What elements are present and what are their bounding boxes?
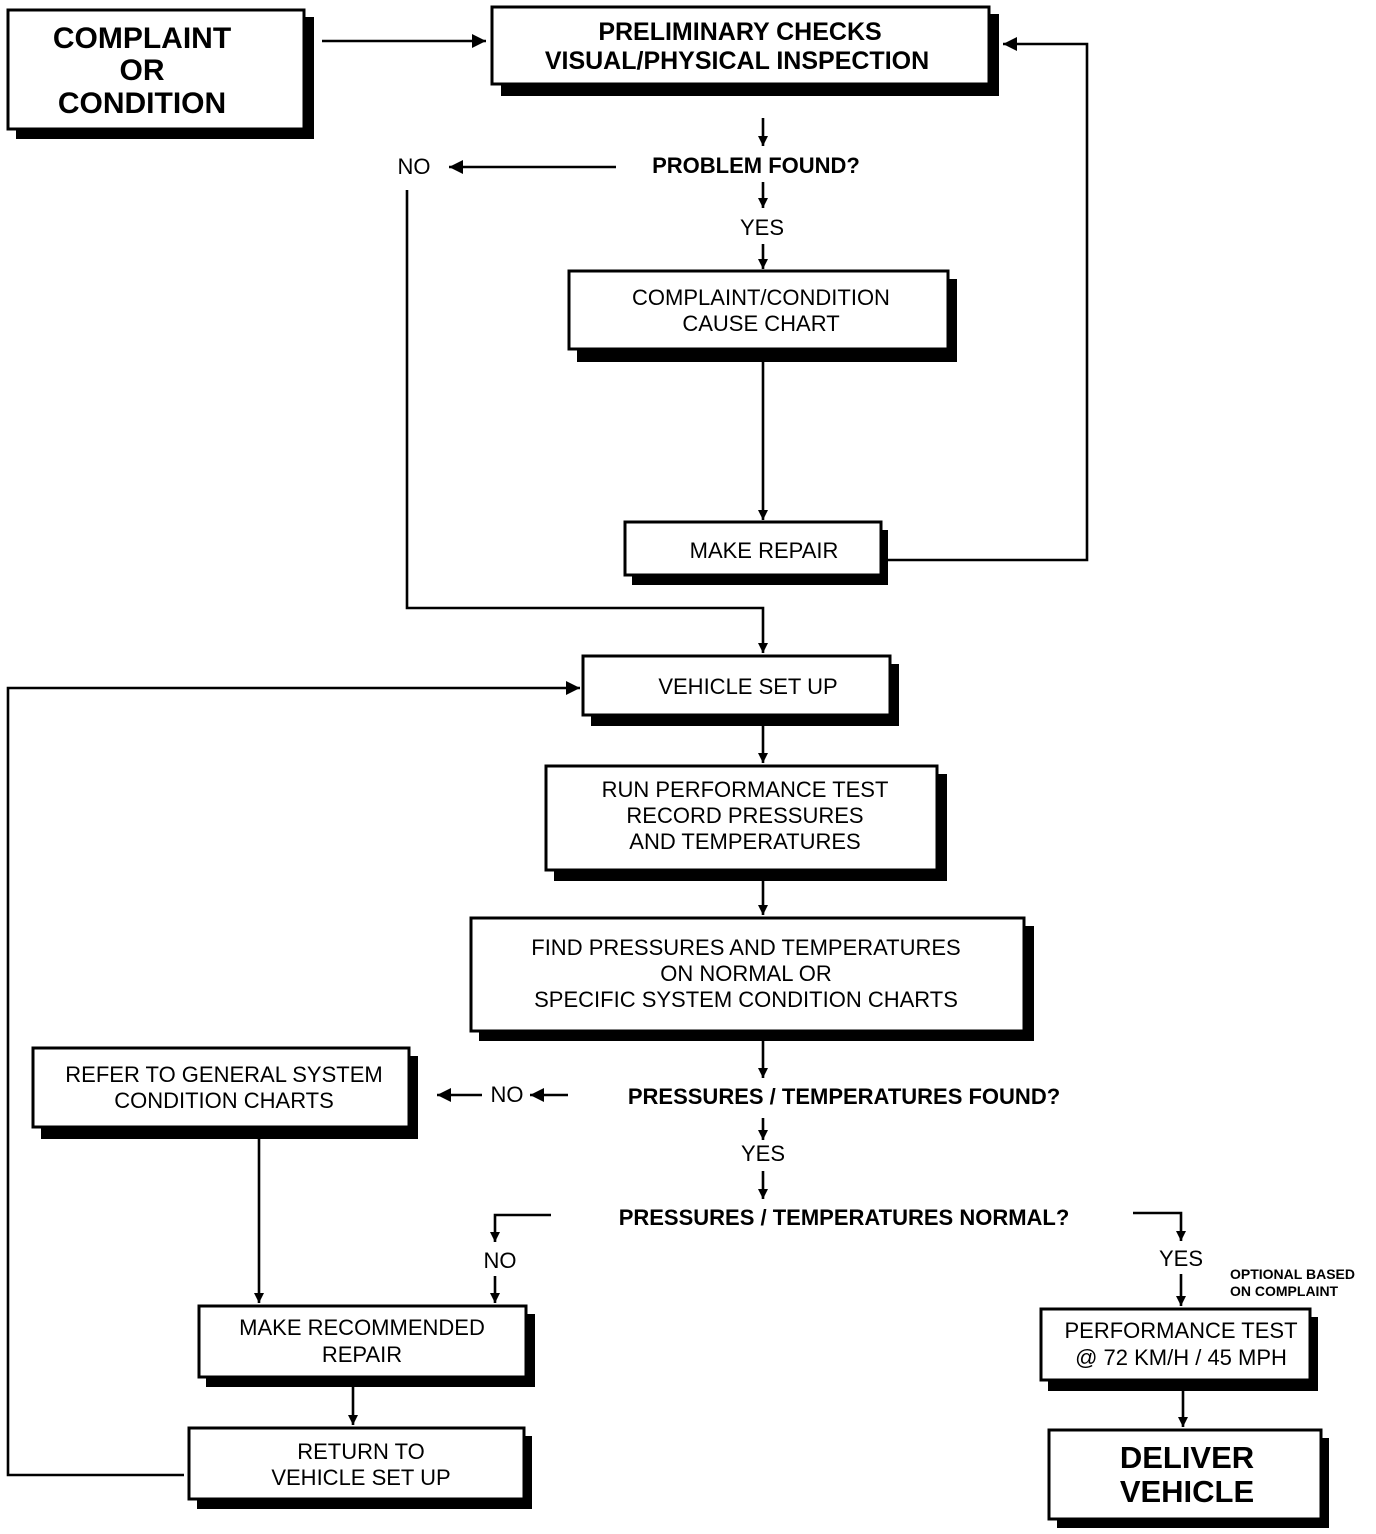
complaint-box: COMPLAINT OR CONDITION — [6, 8, 314, 139]
connectors — [6, 34, 1188, 1477]
return-line-1: RETURN TO — [297, 1439, 425, 1464]
cause-chart-line-1: COMPLAINT/CONDITION — [632, 285, 890, 310]
complaint-line-3: CONDITION — [58, 87, 226, 120]
vehicle-set-up-box: VEHICLE SET UP — [581, 654, 899, 726]
yes-label-problem: YES — [740, 215, 784, 240]
refer-general-box: REFER TO GENERAL SYSTEM CONDITION CHARTS — [31, 1046, 418, 1139]
performance-test-line-2: @ 72 KM/H / 45 MPH — [1075, 1345, 1287, 1370]
arrow-no-to-vehicle-set-up — [405, 190, 768, 653]
find-pressures-line-3: SPECIFIC SYSTEM CONDITION CHARTS — [534, 987, 958, 1012]
make-recommended-line-1: MAKE RECOMMENDED — [239, 1315, 485, 1340]
find-pressures-line-1: FIND PRESSURES AND TEMPERATURES — [531, 935, 960, 960]
preliminary-checks-box: PRELIMINARY CHECKS VISUAL/PHYSICAL INSPE… — [490, 5, 999, 96]
deliver-vehicle-box: DELIVER VEHICLE — [1047, 1428, 1329, 1528]
find-pressures-box: FIND PRESSURES AND TEMPERATURES ON NORMA… — [469, 916, 1034, 1041]
run-test-line-3: AND TEMPERATURES — [629, 829, 860, 854]
run-performance-test-box: RUN PERFORMANCE TEST RECORD PRESSURES AN… — [544, 764, 947, 881]
run-test-line-1: RUN PERFORMANCE TEST — [602, 777, 889, 802]
deliver-line-1: DELIVER — [1120, 1440, 1254, 1475]
performance-test-line-1: PERFORMANCE TEST — [1064, 1318, 1297, 1343]
make-repair-box: MAKE REPAIR — [623, 520, 888, 585]
decision-pt-found: PRESSURES / TEMPERATURES FOUND? — [628, 1084, 1060, 1109]
arrow-pt-normal-to-no — [490, 1213, 551, 1242]
arrow-pt-normal-to-yes — [1133, 1211, 1186, 1241]
yes-label-pt-normal: YES — [1159, 1246, 1203, 1271]
complaint-line-2: OR — [120, 54, 165, 87]
yes-label-pt-found: YES — [741, 1141, 785, 1166]
return-to-set-up-box: RETURN TO VEHICLE SET UP — [187, 1426, 532, 1509]
cause-chart-line-2: CAUSE CHART — [682, 311, 839, 336]
no-label-pt-normal: NO — [484, 1248, 517, 1273]
preliminary-line-1: PRELIMINARY CHECKS — [598, 18, 881, 46]
return-line-2: VEHICLE SET UP — [271, 1465, 450, 1490]
deliver-line-2: VEHICLE — [1120, 1474, 1254, 1509]
vehicle-set-up-label: VEHICLE SET UP — [658, 674, 837, 699]
no-label-problem: NO — [398, 154, 431, 179]
complaint-line-1: COMPLAINT — [53, 22, 231, 55]
run-test-line-2: RECORD PRESSURES — [626, 803, 863, 828]
make-repair-label: MAKE REPAIR — [690, 538, 839, 563]
arrow-repair-to-preliminary — [888, 37, 1089, 562]
make-recommended-repair-box: MAKE RECOMMENDED REPAIR — [197, 1304, 535, 1387]
decision-problem-found: PROBLEM FOUND? — [652, 153, 860, 178]
preliminary-line-2: VISUAL/PHYSICAL INSPECTION — [545, 47, 929, 75]
refer-general-line-2: CONDITION CHARTS — [114, 1088, 334, 1113]
no-label-pt-found: NO — [491, 1082, 524, 1107]
find-pressures-line-2: ON NORMAL OR — [660, 961, 832, 986]
performance-test-box: PERFORMANCE TEST @ 72 KM/H / 45 MPH — [1039, 1307, 1318, 1391]
refer-general-line-1: REFER TO GENERAL SYSTEM — [65, 1062, 382, 1087]
optional-note-line-2: ON COMPLAINT — [1230, 1283, 1339, 1299]
make-recommended-line-2: REPAIR — [322, 1342, 402, 1367]
arrow-return-to-vehicle-set-up — [6, 681, 580, 1477]
cause-chart-box: COMPLAINT/CONDITION CAUSE CHART — [567, 269, 957, 362]
optional-note-line-1: OPTIONAL BASED — [1230, 1266, 1355, 1282]
decision-pt-normal: PRESSURES / TEMPERATURES NORMAL? — [619, 1205, 1070, 1230]
